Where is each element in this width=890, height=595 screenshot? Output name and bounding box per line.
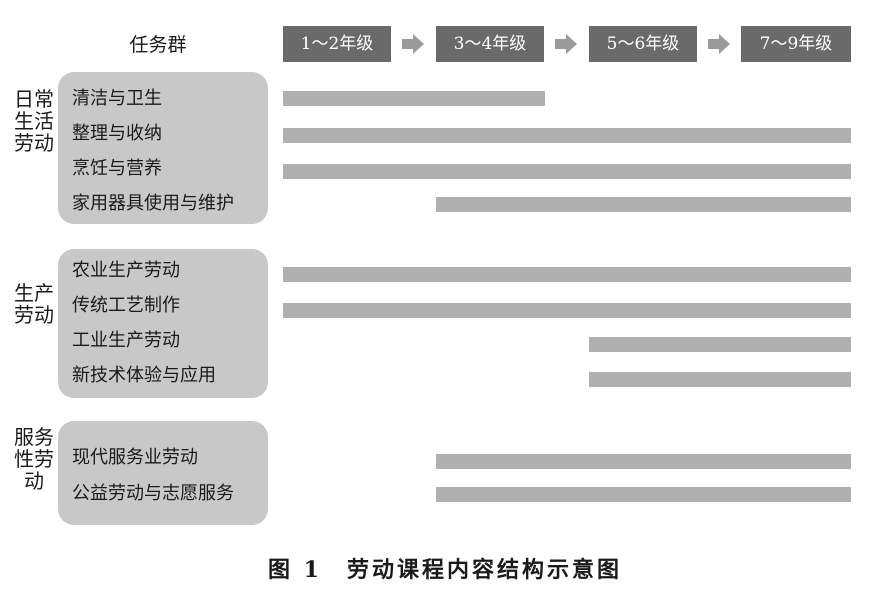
task-grade-bar [283, 91, 545, 106]
task-label: 农业生产劳动 [72, 260, 180, 281]
task-group-box-production [58, 249, 268, 398]
task-group-box-daily-life [58, 72, 268, 224]
grade-header-3-4: 3～4年级 [436, 26, 544, 62]
task-label: 整理与收纳 [72, 123, 162, 144]
task-grade-bar [283, 164, 851, 179]
task-grade-bar [283, 267, 851, 282]
task-label: 传统工艺制作 [72, 295, 180, 316]
category-label-service: 服务性劳动 [14, 425, 54, 493]
arrow-right-icon [402, 34, 424, 54]
arrow-right-icon [708, 34, 730, 54]
grade-header-1-2: 1～2年级 [283, 26, 391, 62]
figure-caption: 图 1 劳动课程内容结构示意图 [268, 557, 622, 583]
task-label: 工业生产劳动 [72, 330, 180, 351]
category-label-daily-life: 日常生活劳动 [14, 87, 54, 155]
task-label: 清洁与卫生 [72, 88, 162, 109]
task-label: 新技术体验与应用 [72, 365, 216, 386]
grade-header-5-6: 5～6年级 [589, 26, 697, 62]
task-label: 烹饪与营养 [72, 158, 162, 179]
task-grade-bar [436, 197, 851, 212]
category-label-production: 生产劳动 [14, 281, 54, 327]
task-grade-bar [589, 337, 851, 352]
task-grade-bar [436, 487, 851, 502]
task-group-header: 任务群 [129, 34, 187, 56]
task-group-box-service [58, 421, 268, 525]
task-grade-bar [436, 454, 851, 469]
arrow-right-icon [555, 34, 577, 54]
task-label: 家用器具使用与维护 [72, 193, 234, 214]
task-grade-bar [283, 303, 851, 318]
task-label: 公益劳动与志愿服务 [72, 483, 234, 504]
grade-header-7-9: 7～9年级 [741, 26, 851, 62]
task-grade-bar [589, 372, 851, 387]
task-grade-bar [283, 128, 851, 143]
task-label: 现代服务业劳动 [72, 447, 198, 468]
